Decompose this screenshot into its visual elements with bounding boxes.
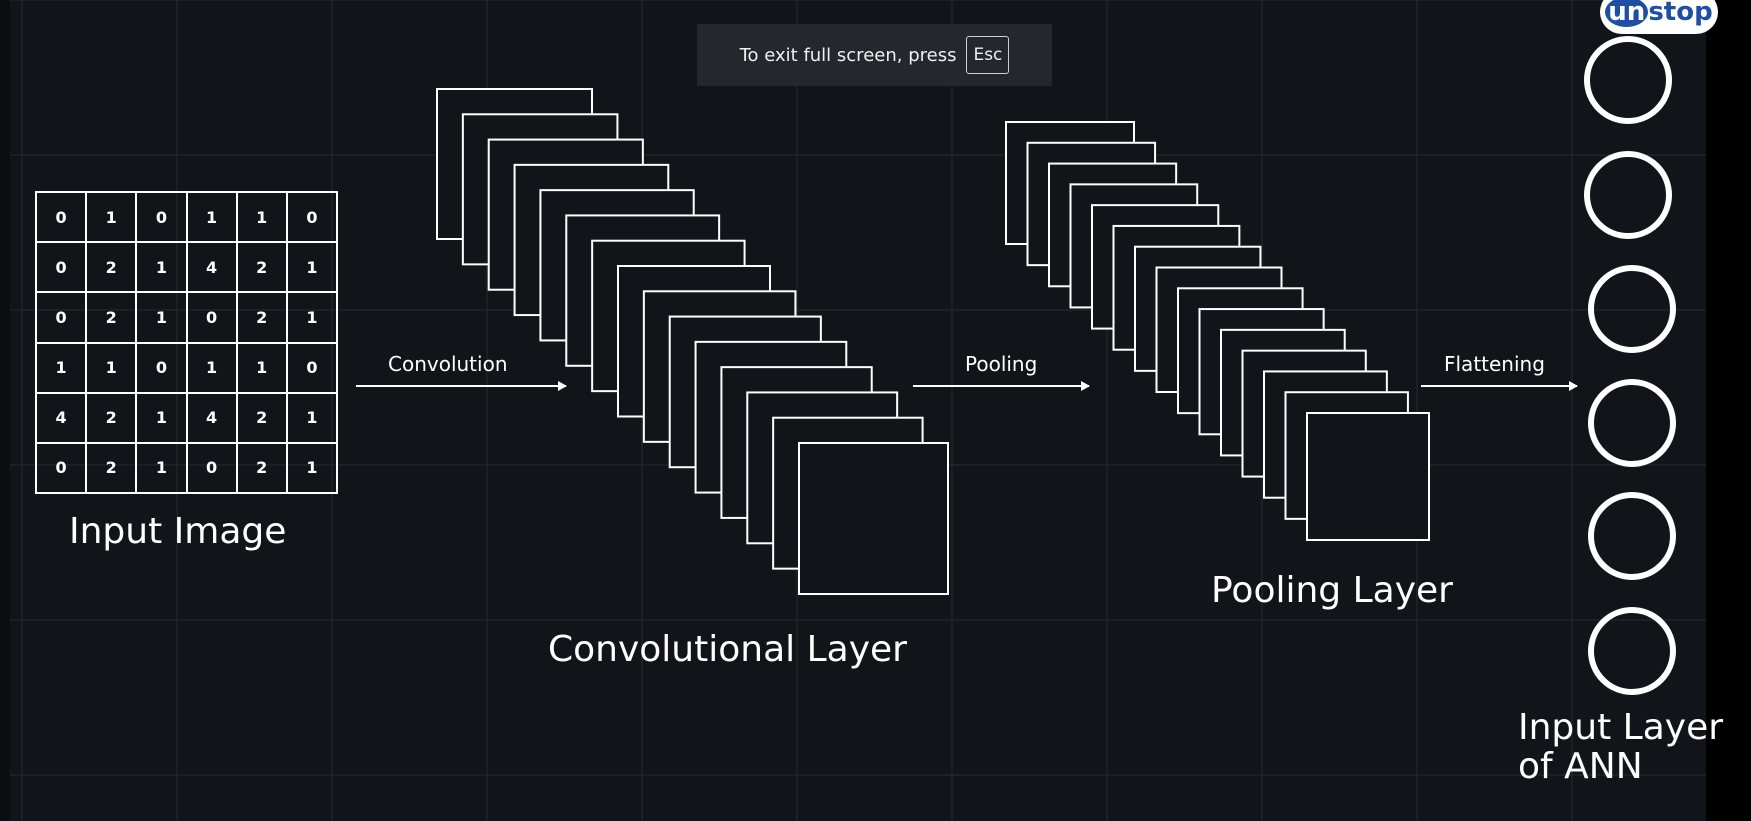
matrix-cell: 1 xyxy=(136,292,187,343)
flattening-arrow-label: Flattening xyxy=(1444,352,1545,376)
matrix-cell: 0 xyxy=(36,242,87,293)
matrix-cell: 1 xyxy=(286,292,337,343)
matrix-cell: 0 xyxy=(136,342,187,393)
matrix-cell: 1 xyxy=(136,242,187,293)
matrix-cell: 0 xyxy=(286,342,337,393)
matrix-cell: 2 xyxy=(86,392,137,443)
matrix-cell: 0 xyxy=(36,292,87,343)
matrix-cell: 1 xyxy=(236,192,287,243)
pooling-layer-label: Pooling Layer xyxy=(1211,570,1453,611)
matrix-cell: 1 xyxy=(86,192,137,243)
esc-key-badge: Esc xyxy=(966,36,1010,74)
matrix-cell: 2 xyxy=(236,292,287,343)
input-image-label: Input Image xyxy=(69,511,287,552)
ann-layer-label-line2: of ANN xyxy=(1518,746,1643,787)
matrix-cell: 1 xyxy=(286,242,337,293)
matrix-cell: 1 xyxy=(186,342,237,393)
matrix-cell: 1 xyxy=(236,342,287,393)
matrix-cell: 4 xyxy=(186,392,237,443)
matrix-cell: 0 xyxy=(36,442,87,493)
right-edge-strip xyxy=(1706,0,1751,821)
matrix-cell: 2 xyxy=(236,242,287,293)
pooling-feature-map-stack xyxy=(1005,121,1430,541)
left-edge-strip xyxy=(0,0,10,821)
matrix-cell: 0 xyxy=(286,192,337,243)
logo-prefix: un xyxy=(1605,0,1649,27)
matrix-cell: 0 xyxy=(136,192,187,243)
matrix-cell: 1 xyxy=(136,442,187,493)
logo-suffix: stop xyxy=(1648,0,1713,27)
matrix-cell: 0 xyxy=(186,442,237,493)
ann-input-neuron xyxy=(1584,36,1672,124)
matrix-cell: 1 xyxy=(36,342,87,393)
matrix-cell: 1 xyxy=(86,342,137,393)
ann-input-neuron xyxy=(1588,492,1676,580)
matrix-cell: 2 xyxy=(86,292,137,343)
convolution-arrow-label: Convolution xyxy=(388,352,508,376)
convolutional-layer-label: Convolutional Layer xyxy=(548,629,907,670)
matrix-cell: 2 xyxy=(236,442,287,493)
matrix-cell: 0 xyxy=(36,192,87,243)
matrix-cell: 0 xyxy=(186,292,237,343)
ann-input-neuron xyxy=(1588,379,1676,467)
matrix-cell: 4 xyxy=(186,242,237,293)
conv-feature-map-stack xyxy=(436,88,949,595)
pooling-feature-map-stack-map xyxy=(1306,412,1430,541)
matrix-cell: 1 xyxy=(136,392,187,443)
ann-input-neuron xyxy=(1588,265,1676,353)
ann-input-neuron xyxy=(1584,151,1672,239)
matrix-cell: 1 xyxy=(286,392,337,443)
pooling-arrow-label: Pooling xyxy=(965,352,1038,376)
matrix-cell: 4 xyxy=(36,392,87,443)
fullscreen-exit-toast: To exit full screen, press Esc xyxy=(697,24,1052,86)
matrix-cell: 2 xyxy=(236,392,287,443)
ann-layer-label-line1: Input Layer xyxy=(1518,707,1724,748)
conv-feature-map-stack-map xyxy=(798,442,949,595)
toast-text: To exit full screen, press xyxy=(739,44,957,66)
matrix-cell: 1 xyxy=(186,192,237,243)
matrix-cell: 2 xyxy=(86,442,137,493)
matrix-cell: 2 xyxy=(86,242,137,293)
matrix-cell: 1 xyxy=(286,442,337,493)
ann-input-neuron xyxy=(1588,607,1676,695)
